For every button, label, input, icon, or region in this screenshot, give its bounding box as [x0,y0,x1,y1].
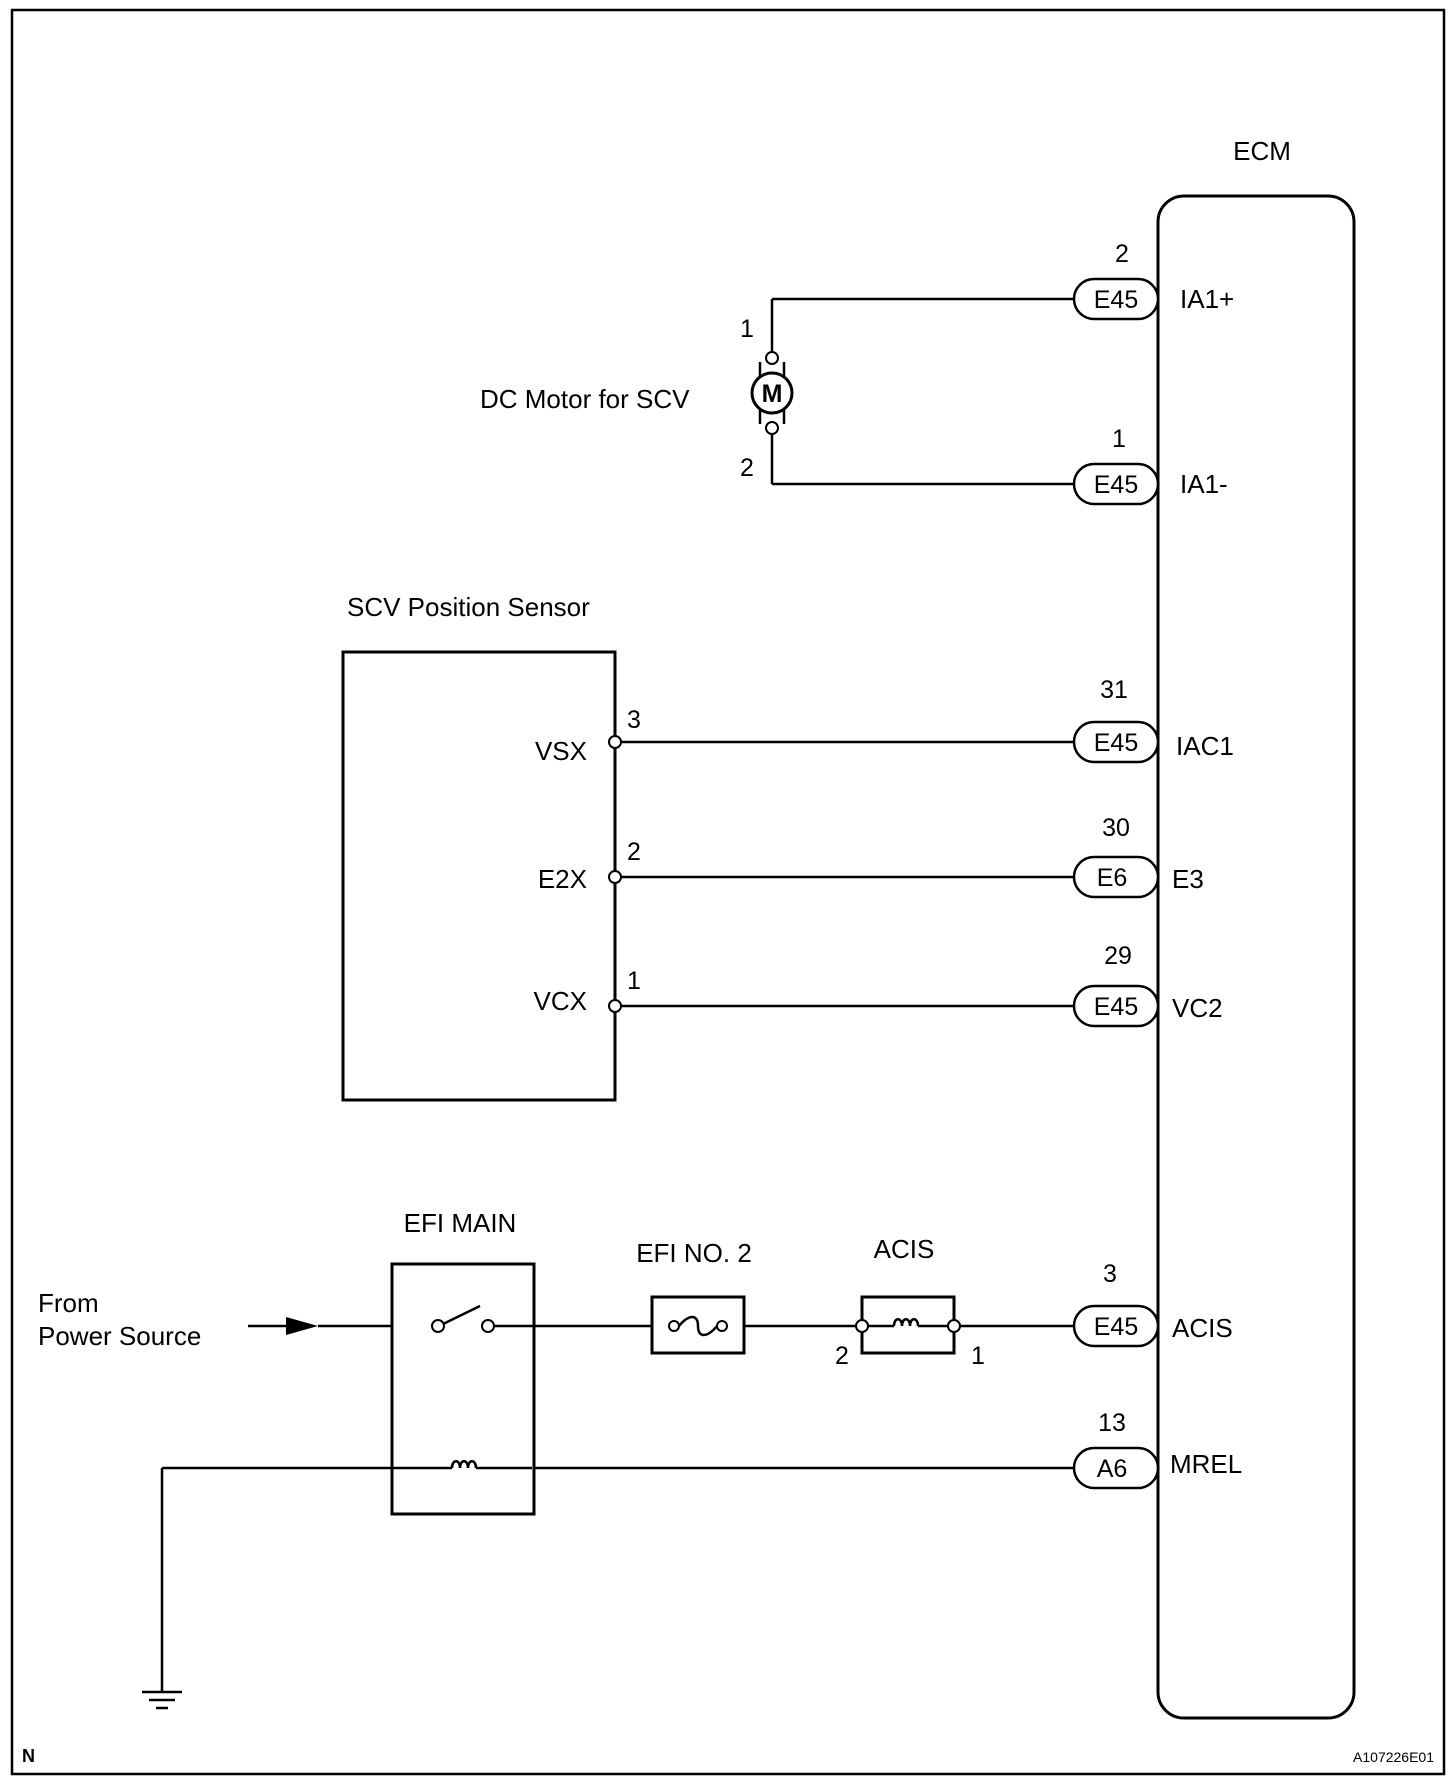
terminal-name: VSX [535,736,587,766]
ground-symbol [142,1690,182,1710]
connector-label: E6 [1097,864,1128,892]
figure-code: A107226E01 [1353,1749,1434,1765]
terminal-name: E3 [1172,864,1204,894]
sensor-block [341,650,617,1102]
dc-motor: M 1 2 [740,299,794,484]
efi-main-label: EFI MAIN [404,1208,517,1238]
motor-symbol: M [762,380,783,408]
pin-number: 2 [627,838,641,866]
pin-number: 2 [1115,240,1129,268]
fuse-element [668,1315,728,1337]
terminal-name: IAC1 [1176,731,1234,761]
connector-label: A6 [1097,1455,1128,1483]
ecm-terminal-iac1: E45 31 IAC1 [615,676,1234,764]
sensor-title: SCV Position Sensor [347,592,590,622]
terminal-name: ACIS [1172,1313,1233,1343]
motor-pin-top: 1 [740,315,754,343]
pin-number: 1 [1112,425,1126,453]
efi-main-coil [450,1460,478,1469]
pin-number: 1 [627,967,641,995]
ecm-block [1156,194,1356,1720]
ecm-terminal-ia1-plus: E45 2 IA1+ [772,240,1234,321]
sensor-terminal-vcx: VCX 1 [534,967,641,1016]
motor-pin-bottom: 2 [740,454,754,482]
efi-main-relay [390,1262,536,1516]
power-source-line1: From [38,1288,99,1318]
terminal-name: IA1+ [1180,284,1234,314]
pin-number: 13 [1098,1409,1126,1437]
acis-pin-left: 2 [835,1342,849,1370]
motor-label: DC Motor for SCV [480,384,690,414]
acis-relay-label: ACIS [874,1234,935,1264]
connector-label: E45 [1094,471,1138,499]
ecm-terminal-e3: E6 30 E3 [615,814,1204,899]
terminal-name: E2X [538,864,587,894]
connector-label: E45 [1094,286,1138,314]
corner-mark: N [22,1746,35,1766]
efi-main-switch [431,1304,495,1333]
pin-number: 29 [1104,942,1132,970]
connector-label: E45 [1094,1313,1138,1341]
ecm-terminal-ia1-minus: E45 1 IA1- [772,425,1228,506]
terminal-name: VCX [534,986,587,1016]
terminal-name: VC2 [1172,993,1223,1023]
pin-number: 3 [627,706,641,734]
ecm-title: ECM [1233,136,1291,166]
acis-pin-right: 1 [971,1342,985,1370]
pin-number: 3 [1103,1260,1117,1288]
efi-no2-label: EFI NO. 2 [636,1238,752,1268]
ecm-terminal-acis: E45 3 ACIS [958,1260,1233,1348]
connector-label: E45 [1094,729,1138,757]
terminal-name: MREL [1170,1449,1242,1479]
pin-number: 30 [1102,814,1130,842]
ecm-terminal-mrel: A6 13 MREL [532,1409,1242,1490]
sensor-terminal-vsx: VSX 3 [535,706,641,766]
connector-label: E45 [1094,993,1138,1021]
ecm-terminal-vc2: E45 29 VC2 [615,942,1223,1028]
terminal-name: IA1- [1180,469,1228,499]
diagram-frame [10,8,1446,1776]
pin-number: 31 [1100,676,1128,704]
power-source-line2: Power Source [38,1321,201,1351]
sensor-terminal-e2x: E2X 2 [538,838,641,894]
